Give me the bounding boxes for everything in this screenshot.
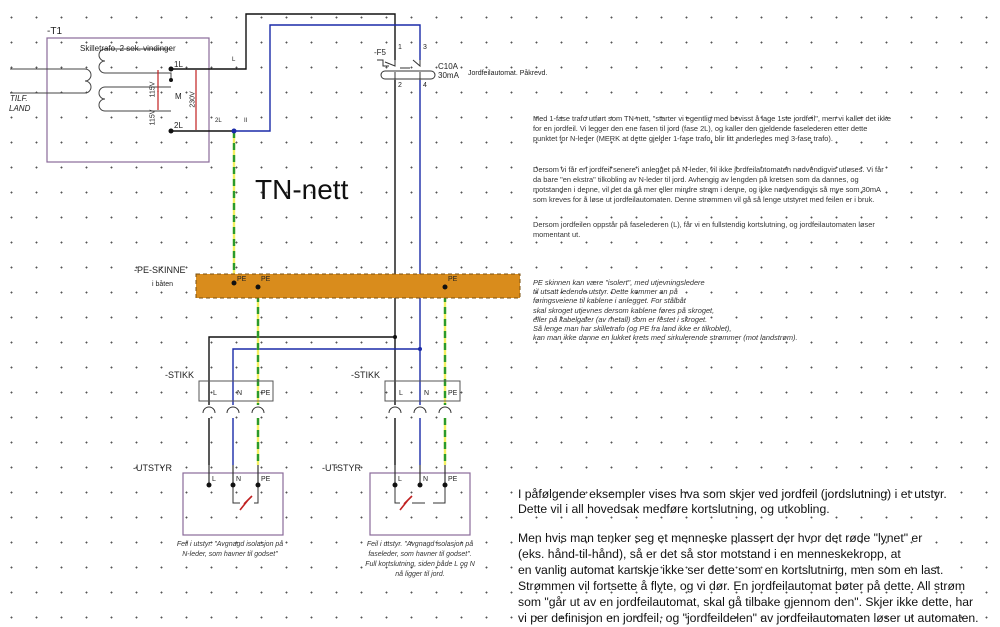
caption-line: Feil i utstyr. "Avgnagd isolasjon på xyxy=(366,541,474,548)
bottom-line: en vanlig automat kanskje ikke ser dette… xyxy=(518,563,944,577)
pe-note-line: Så lenge man har skilletrafo (og PE fra … xyxy=(533,324,732,334)
terminal-1l: 1L xyxy=(174,60,183,69)
bottom-line: (eks. hånd-til-hånd), så er det så stor … xyxy=(518,547,901,561)
pe-conductors xyxy=(232,131,447,465)
transformer-title: Skilletrafo, 2 sek. vindinger xyxy=(80,44,176,53)
voltage-230: 230V xyxy=(189,91,197,108)
bottom-line: vi per definisjon en jordfeil, og "jordf… xyxy=(518,611,979,625)
breaker-pin-2: 2 xyxy=(398,82,402,89)
pe-note-line: til utsatt ledende utstyr. Dette kommer … xyxy=(533,287,678,297)
equipment-tag-2: -UTSTYR xyxy=(322,463,361,473)
bottom-text-1: I påfølgende eksempler vises hva som skj… xyxy=(518,487,947,501)
wire-label-2l: 2L xyxy=(215,118,222,124)
note-paragraph-1: Med 1-fase trafo utført som TN-nett, "st… xyxy=(533,114,891,143)
equipment-2-caption: Feil i utstyr. "Avgnagd isolasjon på fas… xyxy=(350,540,490,580)
transformer-tag: -T1 xyxy=(47,26,62,37)
transformer-box xyxy=(46,37,210,163)
breaker-rating: C10A xyxy=(438,62,459,71)
socket-box-1 xyxy=(198,380,274,402)
socket-tag-2: -STIKK xyxy=(351,370,381,380)
source-label-1: TILF. xyxy=(10,94,28,103)
breaker-pin-3: 3 xyxy=(423,44,427,51)
fault-lightning-icon xyxy=(239,495,413,511)
caption-line: nå ligger til jord. xyxy=(395,571,445,578)
neutral-conductor-n xyxy=(232,24,421,465)
pe-note: PE skinnen kan være "isolert", med utjev… xyxy=(533,278,853,342)
socket-2-pin-l: L xyxy=(399,390,403,397)
voltage-115-bottom: 115V xyxy=(149,109,157,126)
caption-line: N-leder, som havner til godset" xyxy=(182,551,278,558)
pe-terminal-3: PE xyxy=(448,276,458,283)
pe-note-line: føringsveiene til kablene i anlegget. Fo… xyxy=(533,296,686,306)
pe-bar xyxy=(195,273,521,299)
socket-1-pin-pe: PE xyxy=(261,390,271,397)
breaker-sensitivity: 30mA xyxy=(438,71,459,80)
fault-paths xyxy=(232,485,446,504)
socket-tag-1: -STIKK xyxy=(165,370,195,380)
pe-bar-sub: i båten xyxy=(152,281,174,288)
socket-1-pin-n: N xyxy=(237,390,243,397)
diagram-title: TN-nett xyxy=(255,174,349,205)
terminal-m: M xyxy=(175,92,182,101)
socket-contacts xyxy=(202,406,452,414)
bottom-line: som "går ut av en jordfeilautomat, skal … xyxy=(518,595,974,609)
pe-terminal-2: PE xyxy=(261,276,271,283)
caption-line: faseleder, som havner til godset". xyxy=(368,551,472,558)
junction-dots xyxy=(168,66,448,488)
breaker-pin-1: 1 xyxy=(398,44,402,51)
pe-note-line: PE skinnen kan være "isolert", med utjev… xyxy=(533,278,705,287)
note-paragraph-2: Dersom vi får en jordfeil senere i anleg… xyxy=(533,165,884,204)
socket-1-pin-l: L xyxy=(213,390,217,397)
equipment-1-caption: Feil i utstyr. "Avgnagd isolasjon på N-l… xyxy=(160,540,300,560)
bottom-line: Strømmen vil fortsette å flyte, og vi dø… xyxy=(518,579,966,593)
transformer-coils xyxy=(10,48,172,112)
equipment-1-pin-l: L xyxy=(212,476,216,483)
note-paragraph-3: Dersom jordfeilen oppstår på faselederen… xyxy=(533,220,875,239)
source-label-2: LAND xyxy=(9,104,31,113)
breaker-pin-4: 4 xyxy=(423,82,427,89)
breaker-symbol xyxy=(377,59,436,80)
voltage-arrows xyxy=(157,70,197,130)
terminal-2l: 2L xyxy=(174,121,183,130)
breaker-tag: -F5 xyxy=(374,48,386,57)
breaker-description: Jordfeilautomat. Påkrevd. xyxy=(468,70,548,77)
pe-bar-tag: -PE-SKINNE xyxy=(134,265,186,275)
socket-2-pin-n: N xyxy=(424,390,430,397)
bottom-text-3: Men hvis man tenker seg et menneske plas… xyxy=(518,530,979,626)
equipment-1-pin-pe: PE xyxy=(261,476,271,483)
equipment-leads xyxy=(208,465,446,485)
phase-conductor-l xyxy=(171,13,396,465)
equipment-2-pin-pe: PE xyxy=(448,476,458,483)
voltage-115-top: 115V xyxy=(149,81,157,98)
equipment-2-pin-n: N xyxy=(423,476,429,483)
caption-line: Feil i utstyr. "Avgnagd isolasjon på xyxy=(176,541,284,548)
wire-label-n: II xyxy=(244,118,248,124)
socket-2-pin-pe: PE xyxy=(448,390,458,397)
pe-note-line: eller på kabelgater (av metall) som er f… xyxy=(533,314,708,324)
equipment-tag-1: -UTSTYR xyxy=(133,463,172,473)
bottom-text-2: Dette vil i all hovedsak medføre kortslu… xyxy=(518,502,830,516)
socket-box-2 xyxy=(384,380,461,402)
pe-note-line: kan man ikke danne en lukket krets med s… xyxy=(533,333,798,343)
equipment-1-pin-n: N xyxy=(236,476,242,483)
equipment-2-pin-l: L xyxy=(398,476,402,483)
pe-terminal-1: PE xyxy=(237,276,247,283)
bottom-line: Men hvis man tenker seg et menneske plas… xyxy=(518,531,923,545)
wire-label-l: L xyxy=(232,57,236,63)
pe-note-line: skal skroget utjevnes dersom kablene før… xyxy=(533,305,715,315)
caption-line: Full kortslutning, siden både L og N xyxy=(365,561,475,568)
